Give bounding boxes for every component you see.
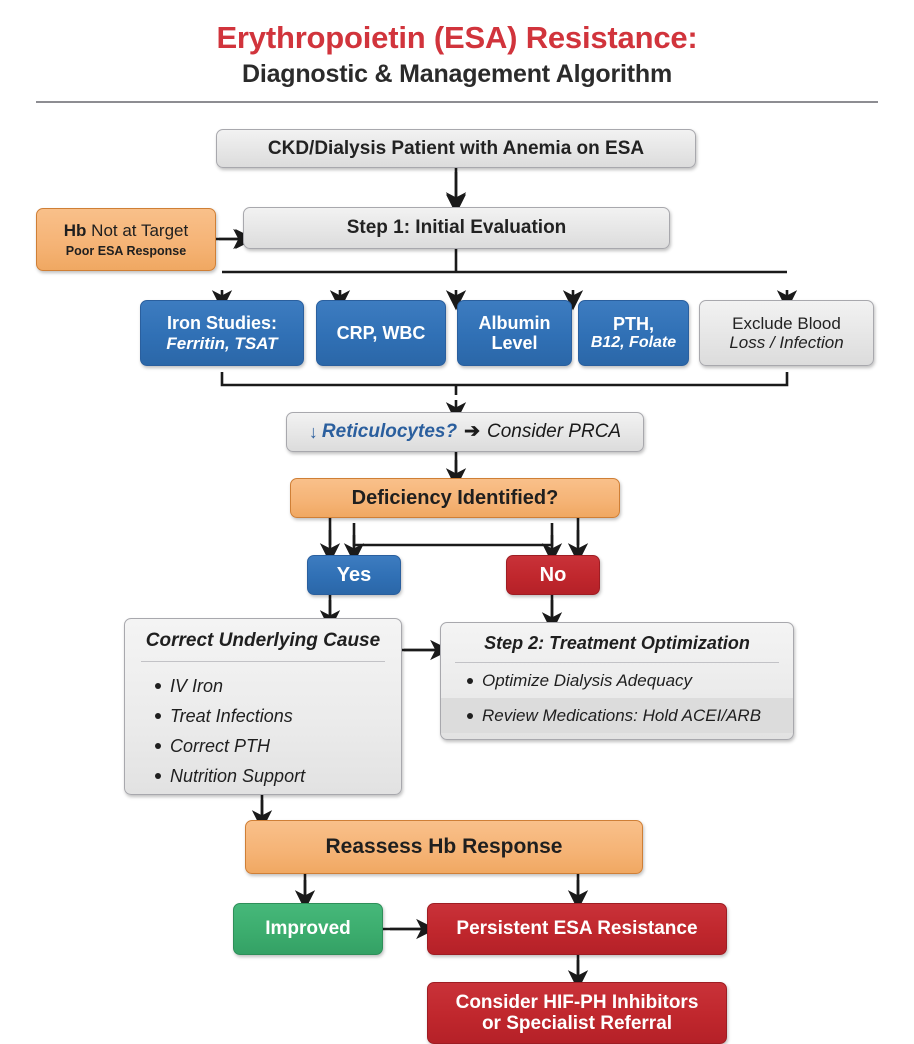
node-exclude-line1: Exclude Blood [732, 313, 841, 333]
node-test-crp-line1: CRP, WBC [336, 322, 426, 343]
node-test-iron-line2: Ferritin, TSAT [166, 333, 278, 353]
node-hb-line2: Poor ESA Response [65, 244, 187, 259]
page-subtitle: Diagnostic & Management Algorithm [241, 60, 672, 88]
node-improved-label: Improved [265, 918, 351, 940]
step2-item[interactable]: Review Medications: Hold ACEI/ARB [441, 698, 793, 733]
right-arrow-icon: ➔ [464, 421, 480, 443]
node-test-crp-wbc[interactable]: CRP, WBC [316, 300, 446, 366]
title-divider [36, 101, 878, 103]
node-deficiency-label: Deficiency Identified? [351, 486, 559, 509]
node-start[interactable]: CKD/Dialysis Patient with Anemia on ESA [216, 129, 696, 168]
node-test-pth-line2: B12, Folate [590, 334, 677, 352]
correct-cause-item-label: Treat Infections [170, 705, 293, 726]
page-title: Erythropoietin (ESA) Resistance: [216, 20, 698, 55]
bullet-icon [155, 683, 161, 689]
step2-heading: Step 2: Treatment Optimization [484, 633, 750, 653]
step2-item[interactable]: Optimize Dialysis Adequacy [441, 663, 793, 698]
node-persistent-label: Persistent ESA Resistance [456, 918, 698, 940]
node-reticulocytes[interactable]: ↓ Reticulocytes? ➔ Consider PRCA [286, 412, 644, 452]
node-reassess-hb-response[interactable]: Reassess Hb Response [245, 820, 643, 874]
node-start-label: CKD/Dialysis Patient with Anemia on ESA [267, 137, 645, 159]
correct-cause-item-label: Nutrition Support [170, 765, 306, 786]
node-retic-black-text: Consider PRCA [486, 421, 622, 443]
node-answer-no[interactable]: No [506, 555, 600, 595]
bullet-icon [467, 712, 473, 719]
node-answer-yes[interactable]: Yes [307, 555, 401, 595]
node-hb-bold: Hb [63, 220, 87, 240]
node-hifph-line1: Consider HIF-PH Inhibitors [455, 991, 699, 1013]
node-test-iron-studies[interactable]: Iron Studies: Ferritin, TSAT [140, 300, 304, 366]
node-step1-label: Step 1: Initial Evaluation [346, 217, 567, 239]
correct-cause-item[interactable]: Treat Infections [155, 701, 401, 731]
node-deficiency-identified[interactable]: Deficiency Identified? [290, 478, 620, 518]
node-persistent-esa-resistance[interactable]: Persistent ESA Resistance [427, 903, 727, 955]
node-reassess-label: Reassess Hb Response [325, 835, 563, 859]
node-consider-hif-ph-inhibitors[interactable]: Consider HIF-PH Inhibitors or Specialist… [427, 982, 727, 1044]
node-exclude-line2: Loss / Infection [729, 333, 844, 352]
node-hb-line1: Hb Not at Target [64, 221, 188, 240]
correct-cause-item-label: Correct PTH [170, 735, 271, 756]
node-hb-rest: Not at Target [86, 220, 189, 240]
node-test-pth-line1: PTH, [612, 313, 654, 334]
node-step1[interactable]: Step 1: Initial Evaluation [243, 207, 670, 249]
correct-cause-item-label: IV Iron [170, 675, 224, 696]
node-test-pth[interactable]: PTH, B12, Folate [578, 300, 689, 366]
step2-item-label: Review Medications: Hold ACEI/ARB [482, 705, 762, 725]
node-test-albumin-line1: Albumin [478, 312, 551, 333]
correct-cause-item[interactable]: Correct PTH [155, 731, 401, 761]
correct-cause-divider [141, 661, 385, 662]
step2-divider [455, 662, 779, 663]
correct-cause-item[interactable]: IV Iron [155, 671, 401, 701]
bullet-icon [155, 713, 161, 719]
node-yes-label: Yes [336, 563, 372, 586]
node-test-albumin-line2: Level [491, 333, 538, 353]
bullet-icon [155, 773, 161, 779]
node-hb-not-at-target[interactable]: Hb Not at Target Poor ESA Response [36, 208, 216, 271]
correct-cause-heading: Correct Underlying Cause [145, 630, 381, 651]
node-no-label: No [539, 563, 567, 586]
node-test-iron-line1: Iron Studies: [166, 313, 277, 334]
down-arrow-icon: ↓ [308, 421, 318, 442]
node-test-exclude-blood-loss[interactable]: Exclude Blood Loss / Infection [699, 300, 874, 366]
correct-cause-item[interactable]: Nutrition Support [155, 761, 401, 791]
node-test-albumin[interactable]: Albumin Level [457, 300, 572, 366]
bullet-icon [467, 677, 473, 684]
step2-item-label: Optimize Dialysis Adequacy [482, 670, 693, 690]
node-step2-treatment-optimization[interactable]: Step 2: Treatment Optimization Optimize … [440, 622, 794, 740]
node-correct-underlying-cause[interactable]: Correct Underlying Cause IV Iron Treat I… [124, 618, 402, 795]
bullet-icon [155, 743, 161, 749]
node-retic-blue-text: Reticulocytes? [321, 421, 458, 443]
node-improved[interactable]: Improved [233, 903, 383, 955]
